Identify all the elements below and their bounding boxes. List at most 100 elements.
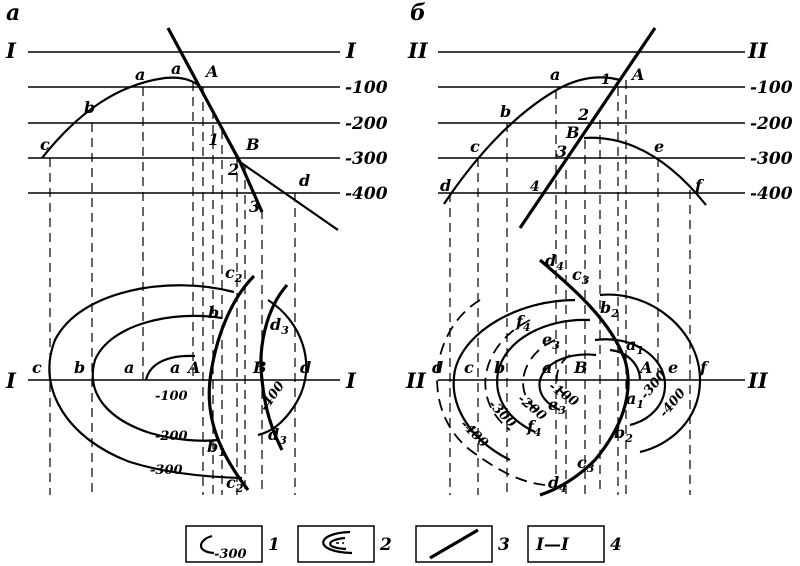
plan-label-b-top: b bbox=[208, 303, 219, 322]
plan-point-a2-left: a bbox=[170, 358, 180, 377]
plan-point-d-left: d bbox=[300, 358, 311, 377]
plan-point-c-right: c bbox=[464, 358, 474, 377]
point-A-profile: A bbox=[204, 62, 218, 81]
point-a-profile-right: a bbox=[550, 65, 560, 84]
plan-label-a1: a1 bbox=[626, 335, 644, 357]
legend-label-4: 4 bbox=[610, 535, 622, 555]
point-B-profile-right: B bbox=[565, 123, 580, 142]
plan-point-f-right: f bbox=[699, 358, 710, 377]
legend-contour-icon bbox=[199, 534, 215, 555]
plan-label-c2: c2 bbox=[225, 263, 243, 285]
plan-point-A-right: A bbox=[638, 358, 652, 377]
plan-label-d3-bottom: d3 bbox=[268, 425, 287, 447]
plan-point-A-left: A bbox=[186, 358, 200, 377]
section-label-plan-right-end: II bbox=[747, 368, 769, 393]
bed-profile-curve-right-lower bbox=[583, 136, 707, 206]
point-e-profile-right: e bbox=[654, 137, 664, 156]
point-c-profile-right: c bbox=[470, 137, 480, 156]
number-3-right: 3 bbox=[556, 142, 567, 161]
point-A-profile-right: A bbox=[630, 65, 644, 84]
number-2-right: 2 bbox=[577, 105, 589, 124]
point-c-profile: c bbox=[40, 135, 50, 154]
contours-right bbox=[452, 293, 702, 461]
level-label-400: -400 bbox=[345, 184, 388, 204]
fault-trace-plan-left-2 bbox=[259, 283, 289, 451]
level-label-200: -200 bbox=[345, 114, 388, 134]
plan-point-a-right: a bbox=[542, 358, 552, 377]
section-label-plan-right-start: II bbox=[405, 368, 427, 393]
section-label-plan-left-end: I bbox=[345, 368, 357, 393]
legend-label-2: 2 bbox=[379, 535, 392, 555]
legend-box-1 bbox=[185, 525, 263, 563]
panel-label-b: б bbox=[410, 0, 426, 26]
section-label-right-start: II bbox=[407, 38, 429, 63]
legend-label-3: 3 bbox=[498, 535, 510, 555]
contour-label-200-left: -200 bbox=[155, 429, 188, 444]
legend-box-2 bbox=[297, 525, 375, 563]
plan-point-e-right: e bbox=[668, 358, 678, 377]
point-a1-profile: a bbox=[135, 65, 145, 84]
plan-point-b-left: b bbox=[74, 358, 85, 377]
contour-label-100-left: -100 bbox=[155, 389, 188, 404]
plan-label-b2: b2 bbox=[600, 298, 619, 320]
contours-right-dashed bbox=[436, 299, 571, 486]
panel-label-a: а bbox=[6, 0, 20, 26]
legend-sample-4: I—I bbox=[535, 535, 570, 555]
projection-lines-right bbox=[449, 80, 691, 495]
point-b-profile: b bbox=[84, 98, 95, 117]
section-label-right-end: II bbox=[747, 38, 769, 63]
plan-label-d4: d4 bbox=[545, 251, 564, 273]
point-d-profile-right: d bbox=[440, 176, 451, 195]
level-label-100: -100 bbox=[345, 78, 388, 98]
level-label-400-right: -400 bbox=[750, 184, 793, 204]
contours-left bbox=[48, 284, 308, 480]
level-label-300-right: -300 bbox=[750, 149, 793, 169]
number-4-right: 4 bbox=[530, 179, 540, 195]
level-label-300: -300 bbox=[345, 149, 388, 169]
legend: -300 1 2 3 I—I 4 bbox=[185, 525, 622, 563]
fault-line bbox=[166, 27, 264, 213]
plan-point-d-right: d bbox=[432, 358, 443, 377]
plan-label-e3-bottom: e3 bbox=[548, 395, 566, 417]
plan-point-b-right: b bbox=[494, 358, 505, 377]
plan-label-b2-bottom: b2 bbox=[614, 423, 633, 445]
legend-double-contour-icon bbox=[322, 530, 353, 555]
number-2-left: 2 bbox=[227, 160, 239, 179]
contour-label-300-left: -300 bbox=[150, 463, 183, 478]
legend-label-1: 1 bbox=[268, 535, 280, 555]
projection-lines-left bbox=[49, 82, 296, 495]
legend-sample-1: -300 bbox=[214, 547, 247, 562]
plan-point-B-right: B bbox=[573, 358, 588, 377]
plan-label-c3: c3 bbox=[572, 265, 590, 287]
plan-label-d4-bottom: d4 bbox=[548, 473, 567, 495]
plan-label-f4-bottom: f4 bbox=[526, 417, 542, 439]
bed-profile-curve bbox=[41, 76, 203, 159]
legend-box-3 bbox=[415, 525, 493, 563]
point-b-profile-right: b bbox=[500, 102, 511, 121]
fault-trace-plan-left bbox=[207, 274, 256, 491]
section-label-plan-left-start: I bbox=[5, 368, 17, 393]
number-1-left: 1 bbox=[208, 130, 219, 149]
point-a2-profile: a bbox=[171, 59, 181, 78]
plan-point-B-left: B bbox=[252, 358, 267, 377]
plan-label-e3: e3 bbox=[542, 330, 560, 352]
fault-trace-plan-right bbox=[538, 258, 630, 497]
level-label-200-right: -200 bbox=[750, 114, 793, 134]
level-label-100-right: -100 bbox=[750, 78, 793, 98]
point-f-profile-right: f bbox=[694, 176, 705, 195]
legend-box-4 bbox=[527, 525, 605, 563]
plan-label-a1-bottom: a1 bbox=[626, 389, 644, 411]
point-d-profile: d bbox=[299, 171, 310, 190]
plan-label-d3: d3 bbox=[270, 315, 289, 337]
legend-fault-icon bbox=[429, 528, 479, 560]
section-label-left-start: I bbox=[5, 38, 17, 63]
number-3-left: 3 bbox=[249, 197, 260, 216]
point-B-profile: B bbox=[245, 135, 260, 154]
number-1-right: 1 bbox=[601, 72, 611, 88]
plan-point-a-left: a bbox=[124, 358, 134, 377]
bed-lower-segment bbox=[239, 161, 339, 231]
plan-label-f4: f4 bbox=[515, 312, 531, 334]
fault-line-right bbox=[518, 27, 657, 229]
plan-label-b1: b1 bbox=[207, 437, 226, 459]
